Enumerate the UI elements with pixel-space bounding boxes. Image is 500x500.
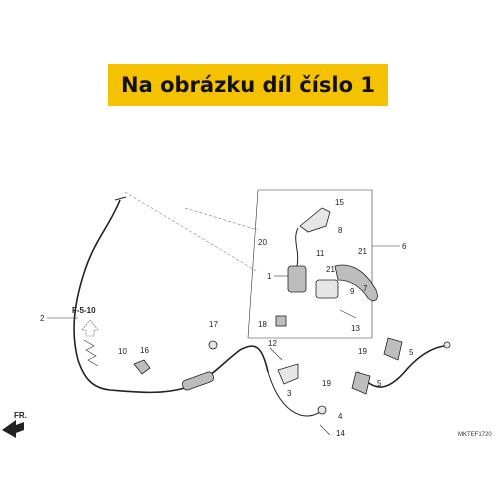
right-cable	[357, 345, 445, 388]
switch-wire	[295, 227, 299, 267]
callout-15: 15	[335, 198, 344, 207]
callout-19-upper: 19	[358, 347, 367, 356]
lever-7	[334, 264, 378, 302]
callout-21-upper: 21	[358, 247, 367, 256]
assembly-outline-left	[247, 189, 372, 339]
bracket-3	[277, 363, 299, 385]
callout-21-lower: 21	[326, 265, 335, 274]
callout-13: 13	[351, 324, 360, 333]
clip-17	[208, 340, 218, 350]
callout-18: 18	[258, 320, 267, 329]
part-18	[275, 315, 287, 327]
front-direction-label: FR.	[14, 411, 27, 420]
cable-branch-lower	[267, 371, 323, 417]
callout-3: 3	[287, 389, 292, 398]
assembly-outline-top	[258, 189, 373, 338]
callout-5-upper: 5	[409, 348, 414, 357]
clamp-5-lower	[351, 371, 371, 395]
callout-12: 12	[268, 339, 277, 348]
part-number-banner: Na obrázku díl číslo 1	[108, 64, 388, 106]
bolt-14	[319, 424, 331, 436]
callout-6: 6	[402, 242, 407, 251]
cable-end-top	[114, 196, 127, 201]
leader-dashed-1	[124, 191, 259, 273]
callout-7: 7	[363, 284, 368, 293]
bracket-8	[299, 207, 331, 233]
spring-clip	[83, 339, 99, 367]
main-cable	[73, 199, 269, 394]
holder-9	[315, 279, 339, 299]
cable-end-right	[443, 341, 451, 349]
screw-13	[339, 309, 357, 319]
callout-2: 2	[40, 314, 45, 323]
callout-5-lower: 5	[377, 379, 382, 388]
callout-17: 17	[209, 320, 218, 329]
switch-1	[287, 265, 307, 293]
reference-label: F-5-10	[72, 306, 96, 315]
reference-arrow	[81, 319, 99, 337]
callout-1: 1	[267, 272, 272, 281]
clamp-5-upper	[383, 337, 403, 361]
callout-4: 4	[338, 412, 343, 421]
leader-dashed-2	[184, 207, 259, 231]
diagram-code: MKTEF1720	[458, 432, 492, 438]
callout-16: 16	[140, 346, 149, 355]
banner-text: Na obrázku díl číslo 1	[121, 73, 375, 97]
cable-sleeve	[181, 371, 215, 391]
callout-9: 9	[350, 287, 355, 296]
nut-4	[317, 405, 327, 415]
bolt-12	[269, 347, 283, 361]
callout-8: 8	[338, 226, 343, 235]
callout-10: 10	[118, 347, 127, 356]
callout-11: 11	[316, 249, 325, 258]
callout-14: 14	[336, 429, 345, 438]
front-direction-arrow	[2, 420, 24, 438]
callout-19-lower: 19	[322, 379, 331, 388]
callout-20: 20	[258, 238, 267, 247]
clamp-16	[133, 359, 151, 375]
